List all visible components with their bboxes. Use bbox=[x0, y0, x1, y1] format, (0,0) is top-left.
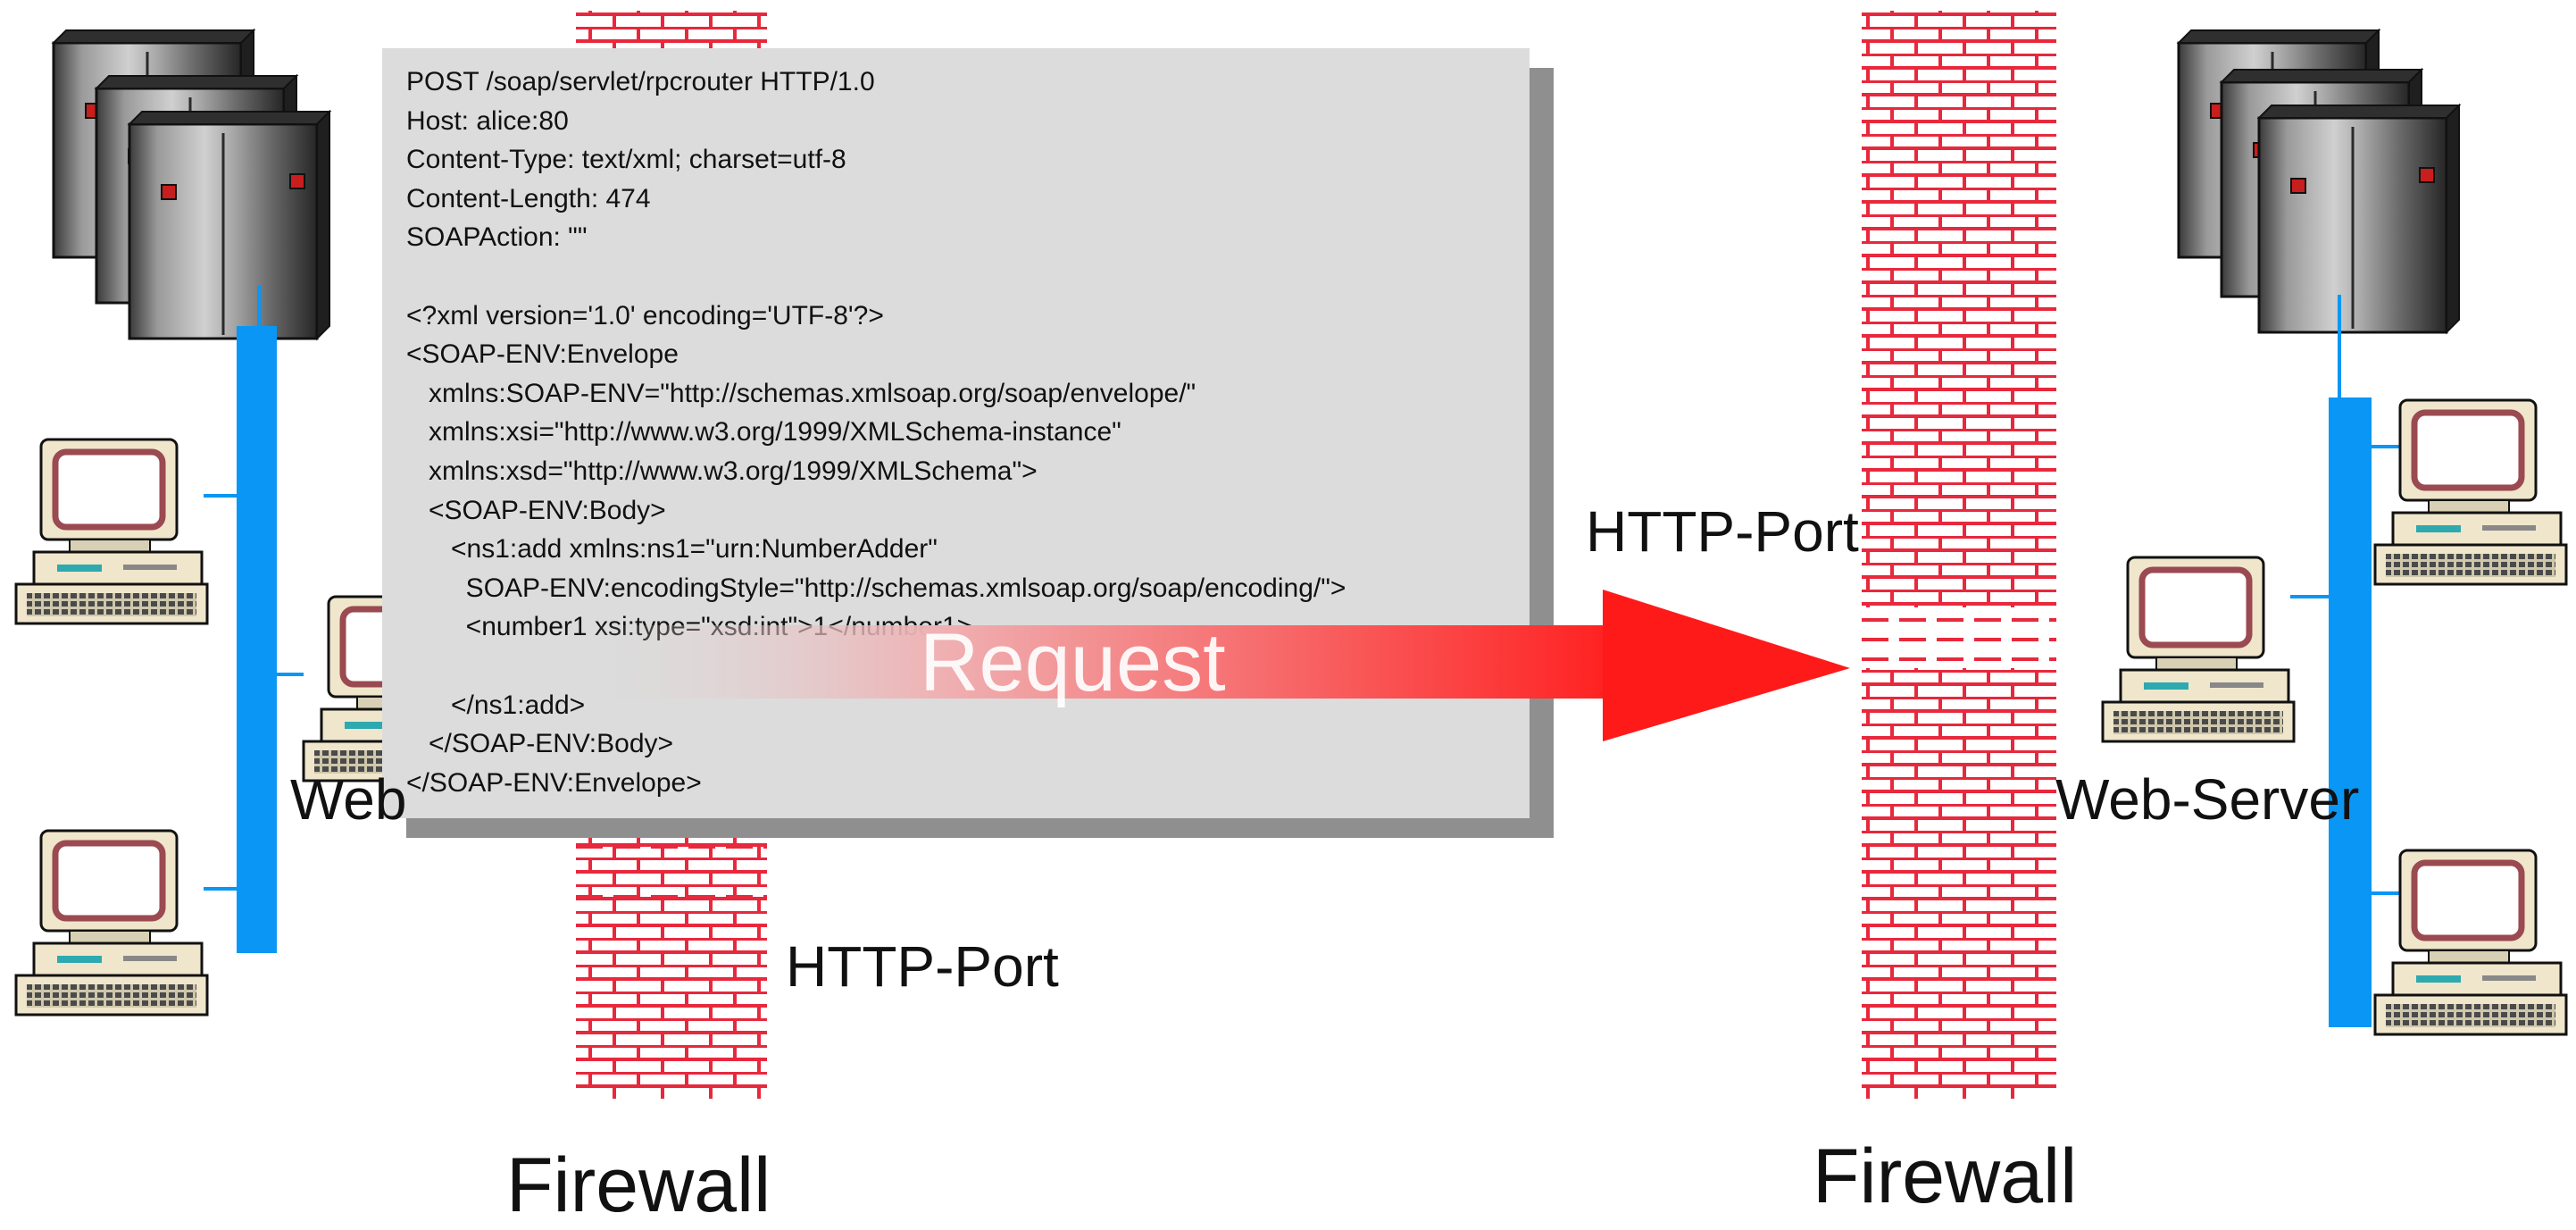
right-http-port-label: HTTP-Port bbox=[1586, 499, 1859, 564]
right-firewall-label: Firewall bbox=[1813, 1134, 2078, 1219]
right-lan-bus bbox=[2329, 397, 2372, 1027]
left-webserver-label: Web bbox=[290, 767, 407, 832]
left-http-port-label: HTTP-Port bbox=[786, 934, 1059, 999]
soap-message-text: POST /soap/servlet/rpcrouter HTTP/1.0 Ho… bbox=[406, 67, 1346, 798]
left-lan-bus bbox=[237, 326, 277, 953]
request-label: Request bbox=[920, 617, 1226, 708]
right-firewall-icon bbox=[1862, 11, 2056, 1099]
right-webserver-label: Web-Server bbox=[2055, 767, 2360, 832]
left-firewall-label: Firewall bbox=[506, 1142, 771, 1228]
